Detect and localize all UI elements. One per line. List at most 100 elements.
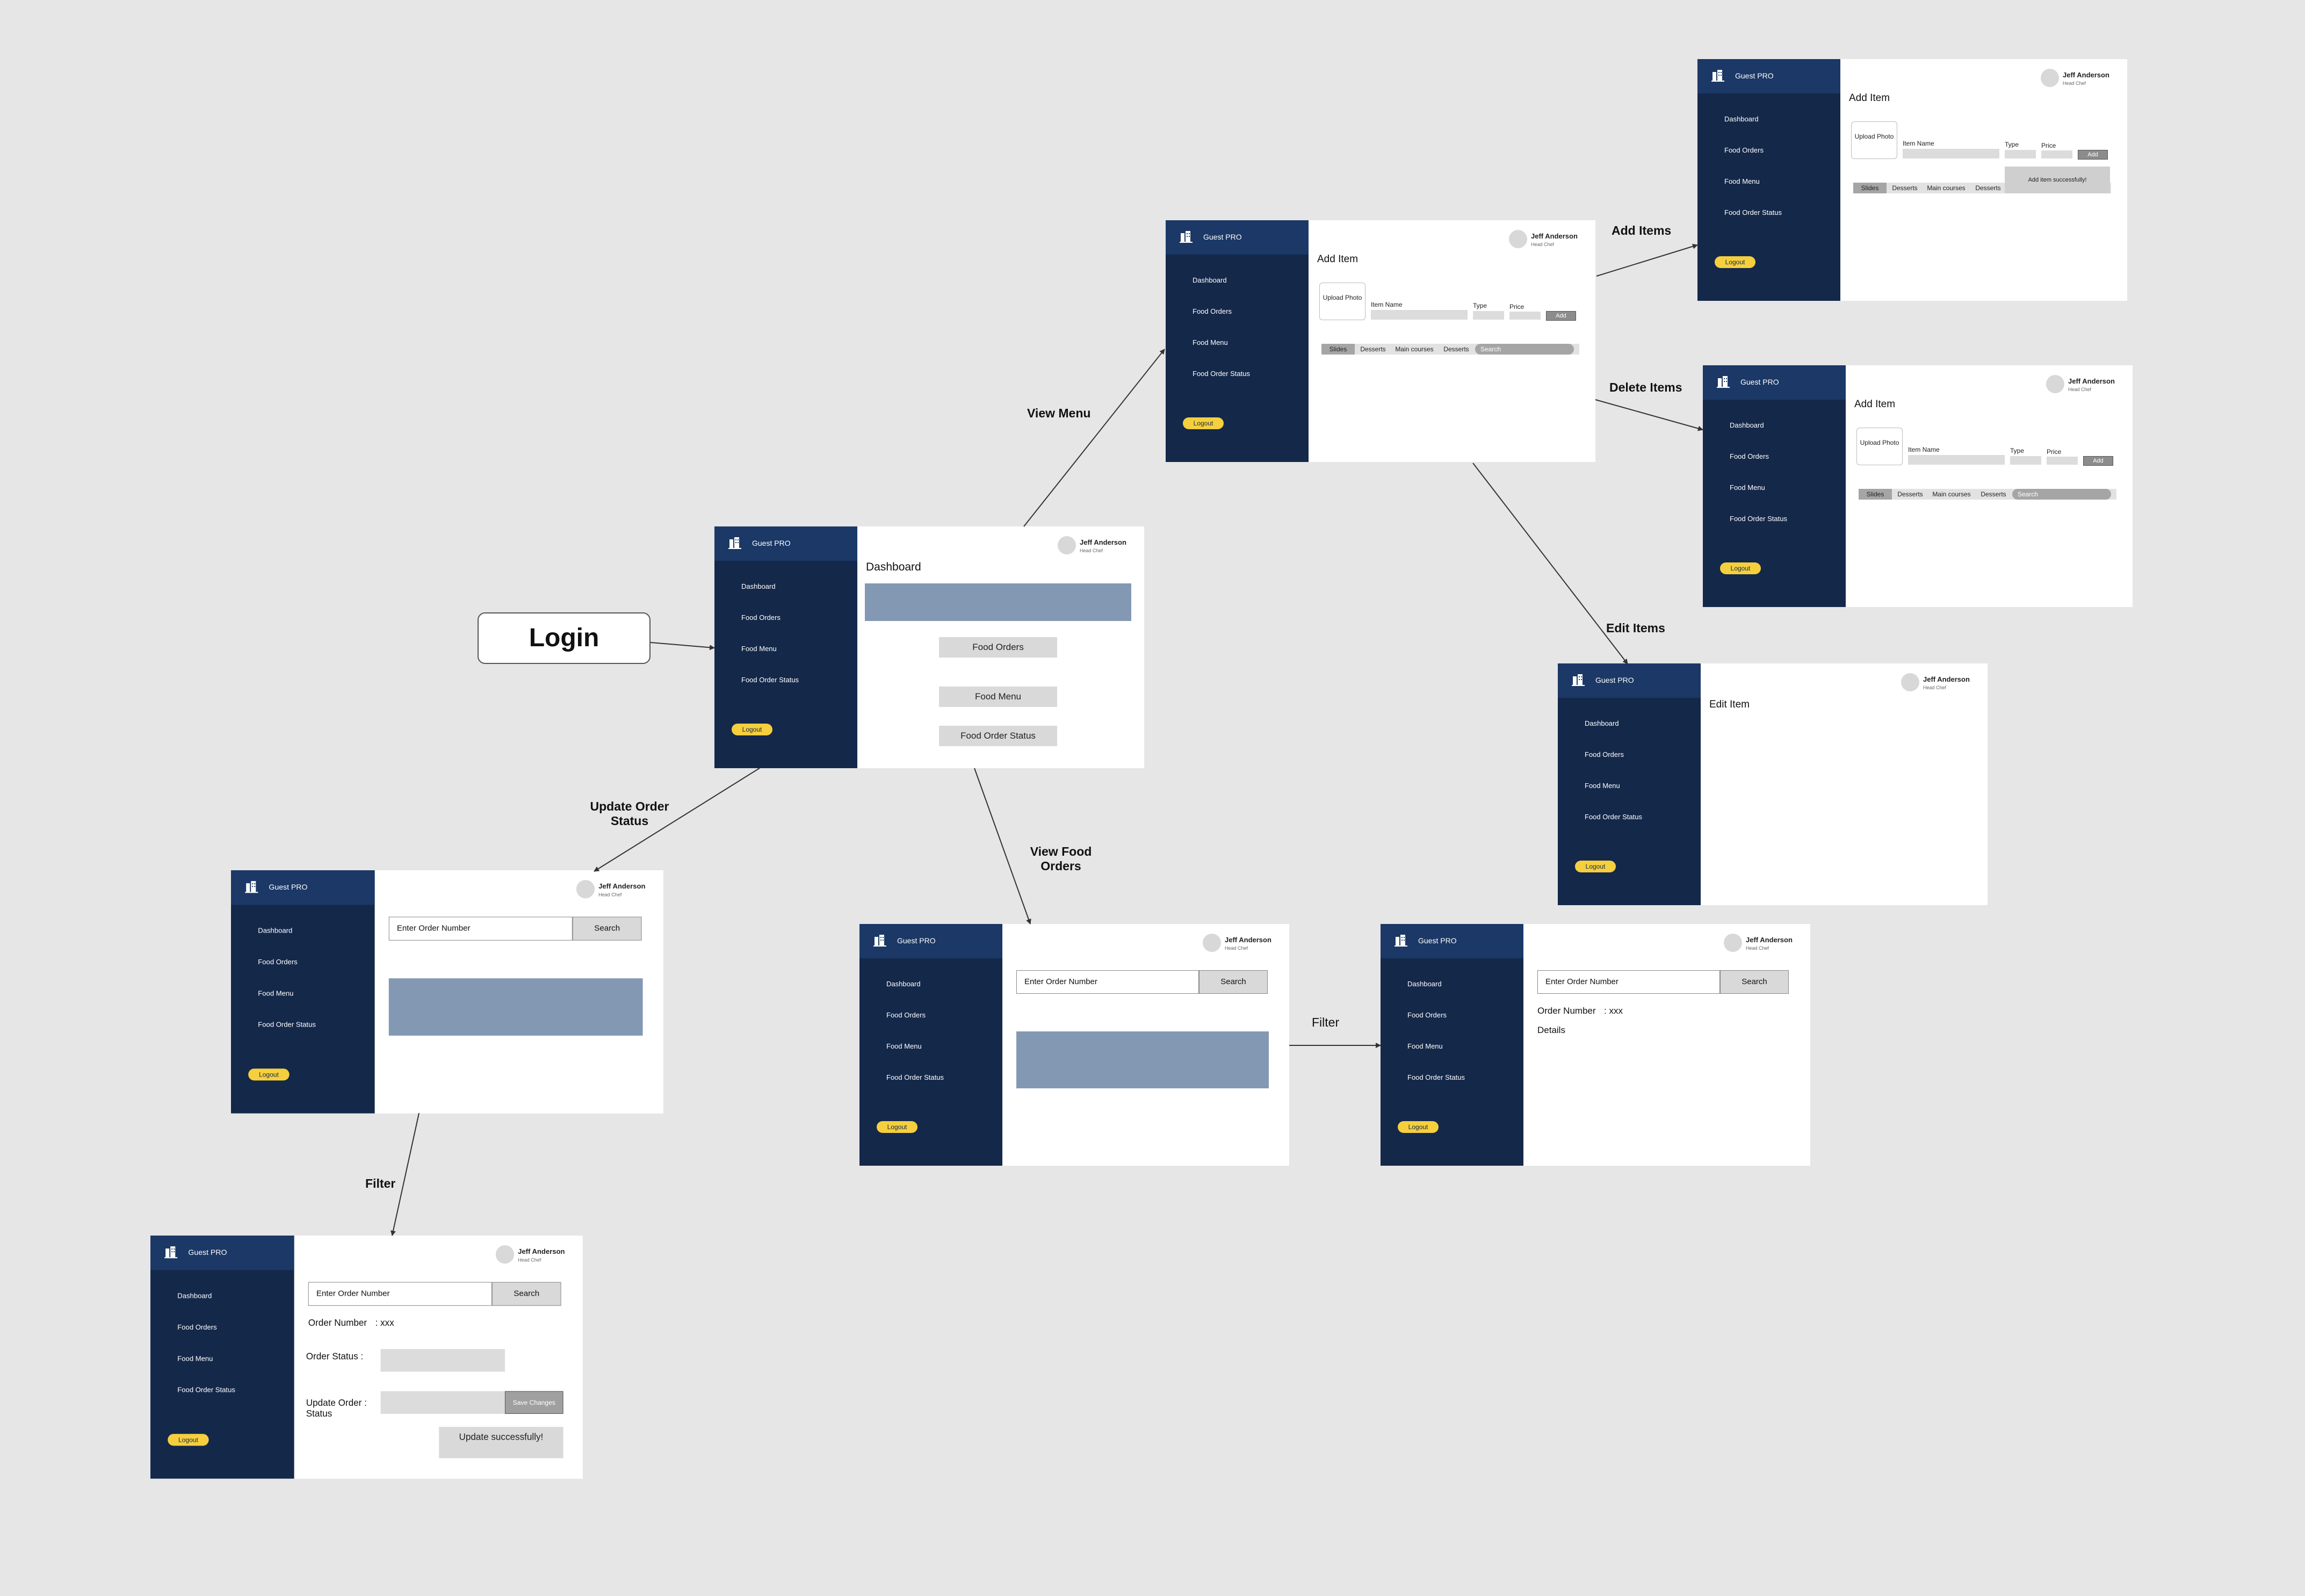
category-tab[interactable]: Slides — [1859, 489, 1892, 500]
update-order-status-input[interactable] — [380, 1391, 505, 1414]
nav-item-food-menu[interactable]: Food Menu — [1724, 177, 1760, 185]
nav-item-food-order-status[interactable]: Food Order Status — [1585, 813, 1642, 821]
user-role: Head Chef — [2068, 387, 2092, 392]
category-tab[interactable]: Main courses — [1932, 490, 1971, 498]
search-bar[interactable] — [2012, 489, 2111, 500]
logout-button[interactable]: Logout — [1720, 562, 1761, 574]
save-changes-button[interactable]: Save Changes — [504, 1391, 563, 1414]
category-tab[interactable]: Desserts — [1897, 490, 1923, 498]
nav-item-food-order-status[interactable]: Food Order Status — [1407, 1073, 1465, 1081]
category-tab[interactable]: Slides — [1321, 344, 1355, 355]
category-tab[interactable]: Main courses — [1927, 184, 1966, 192]
upload-photo-button[interactable]: Upload Photo — [1856, 428, 1903, 465]
nav-item-food-order-status[interactable]: Food Order Status — [258, 1020, 316, 1029]
search-button[interactable]: Search — [1199, 970, 1268, 994]
logout-button[interactable]: Logout — [168, 1434, 209, 1446]
nav-item-food-orders[interactable]: Food Orders — [1407, 1011, 1447, 1019]
nav-item-food-orders[interactable]: Food Orders — [1193, 307, 1232, 315]
nav-item-food-menu[interactable]: Food Menu — [1407, 1042, 1443, 1050]
nav-item-food-orders[interactable]: Food Orders — [1730, 452, 1769, 460]
nav-item-food-order-status[interactable]: Food Order Status — [1730, 515, 1787, 523]
nav-item-food-orders[interactable]: Food Orders — [177, 1323, 217, 1332]
nav-item-food-menu[interactable]: Food Menu — [886, 1042, 922, 1050]
search-button[interactable]: Search — [572, 916, 642, 941]
avatar[interactable] — [495, 1245, 515, 1264]
category-tab[interactable]: Desserts — [1975, 184, 2001, 192]
nav-item-food-orders[interactable]: Food Orders — [741, 613, 781, 622]
nav-item-dashboard[interactable]: Dashboard — [741, 582, 776, 590]
brand-name: Guest PRO — [1418, 936, 1457, 945]
nav-item-dashboard[interactable]: Dashboard — [1724, 115, 1759, 123]
nav-item-food-orders[interactable]: Food Orders — [258, 957, 298, 966]
nav-item-dashboard[interactable]: Dashboard — [886, 980, 921, 988]
logout-button[interactable]: Logout — [1183, 417, 1224, 429]
category-tab[interactable]: Desserts — [1443, 345, 1469, 353]
upload-photo-button[interactable]: Upload Photo — [1319, 283, 1365, 320]
logout-button[interactable]: Logout — [248, 1068, 290, 1081]
food-order-status-button[interactable]: Food Order Status — [939, 726, 1057, 746]
price-input[interactable] — [2047, 457, 2078, 465]
logout-button[interactable]: Logout — [877, 1121, 917, 1133]
nav-item-dashboard[interactable]: Dashboard — [1193, 276, 1227, 284]
logout-button[interactable]: Logout — [732, 724, 772, 735]
order-number-input[interactable]: Enter Order Number — [388, 916, 573, 941]
login-node[interactable]: Login — [478, 612, 651, 664]
order-number-input[interactable]: Enter Order Number — [308, 1282, 492, 1306]
order-number-input[interactable]: Enter Order Number — [1016, 970, 1199, 994]
orders-list-placeholder — [388, 978, 643, 1036]
price-input[interactable] — [1509, 312, 1541, 320]
nav-item-food-order-status[interactable]: Food Order Status — [1193, 370, 1250, 378]
avatar[interactable] — [2041, 69, 2059, 87]
logout-button[interactable]: Logout — [1715, 256, 1755, 268]
category-tab[interactable]: Desserts — [1360, 345, 1386, 353]
food-orders-button[interactable]: Food Orders — [939, 637, 1057, 658]
category-tab[interactable]: Desserts — [1892, 184, 1918, 192]
item-name-input[interactable] — [1908, 455, 2005, 465]
search-button[interactable]: Search — [1720, 970, 1789, 994]
nav-item-food-orders[interactable]: Food Orders — [1585, 750, 1624, 759]
nav-item-food-order-status[interactable]: Food Order Status — [886, 1073, 944, 1081]
nav-item-food-orders[interactable]: Food Orders — [886, 1011, 926, 1019]
food-menu-button[interactable]: Food Menu — [939, 687, 1057, 707]
order-number-input[interactable]: Enter Order Number — [1537, 970, 1720, 994]
add-button[interactable]: Add — [2078, 150, 2108, 160]
avatar[interactable] — [1509, 230, 1527, 248]
avatar[interactable] — [1724, 934, 1742, 952]
nav-item-dashboard[interactable]: Dashboard — [177, 1291, 212, 1300]
nav-item-food-order-status[interactable]: Food Order Status — [741, 676, 799, 684]
nav-item-food-menu[interactable]: Food Menu — [177, 1354, 213, 1363]
nav-item-food-menu[interactable]: Food Menu — [1585, 782, 1620, 790]
avatar[interactable] — [1203, 934, 1221, 952]
upload-photo-button[interactable]: Upload Photo — [1851, 121, 1897, 159]
nav-item-food-menu[interactable]: Food Menu — [1730, 483, 1765, 492]
type-input[interactable] — [1473, 311, 1504, 320]
avatar[interactable] — [1058, 536, 1076, 554]
avatar[interactable] — [2046, 375, 2064, 393]
avatar[interactable] — [576, 880, 595, 899]
nav-item-food-orders[interactable]: Food Orders — [1724, 146, 1764, 154]
logout-button[interactable]: Logout — [1575, 861, 1616, 872]
nav-item-food-menu[interactable]: Food Menu — [741, 645, 777, 653]
nav-item-dashboard[interactable]: Dashboard — [258, 926, 293, 935]
item-name-input[interactable] — [1371, 310, 1468, 320]
category-tab[interactable]: Desserts — [1981, 490, 2006, 498]
type-input[interactable] — [2010, 456, 2041, 465]
item-name-input[interactable] — [1903, 149, 1999, 158]
avatar[interactable] — [1901, 673, 1919, 691]
nav-item-food-order-status[interactable]: Food Order Status — [177, 1385, 235, 1394]
nav-item-dashboard[interactable]: Dashboard — [1730, 421, 1764, 429]
type-input[interactable] — [2005, 150, 2036, 158]
nav-item-food-menu[interactable]: Food Menu — [1193, 338, 1228, 346]
add-button[interactable]: Add — [1546, 311, 1576, 321]
category-tab[interactable]: Main courses — [1395, 345, 1434, 353]
add-button[interactable]: Add — [2083, 456, 2113, 466]
nav-item-food-order-status[interactable]: Food Order Status — [1724, 208, 1782, 216]
search-button[interactable]: Search — [492, 1282, 561, 1306]
logout-button[interactable]: Logout — [1398, 1121, 1439, 1133]
nav-item-dashboard[interactable]: Dashboard — [1407, 980, 1442, 988]
category-tab[interactable]: Slides — [1853, 183, 1887, 193]
nav-item-dashboard[interactable]: Dashboard — [1585, 719, 1619, 727]
price-input[interactable] — [2041, 150, 2072, 158]
nav-item-food-menu[interactable]: Food Menu — [258, 989, 294, 998]
search-bar[interactable] — [1475, 344, 1574, 355]
